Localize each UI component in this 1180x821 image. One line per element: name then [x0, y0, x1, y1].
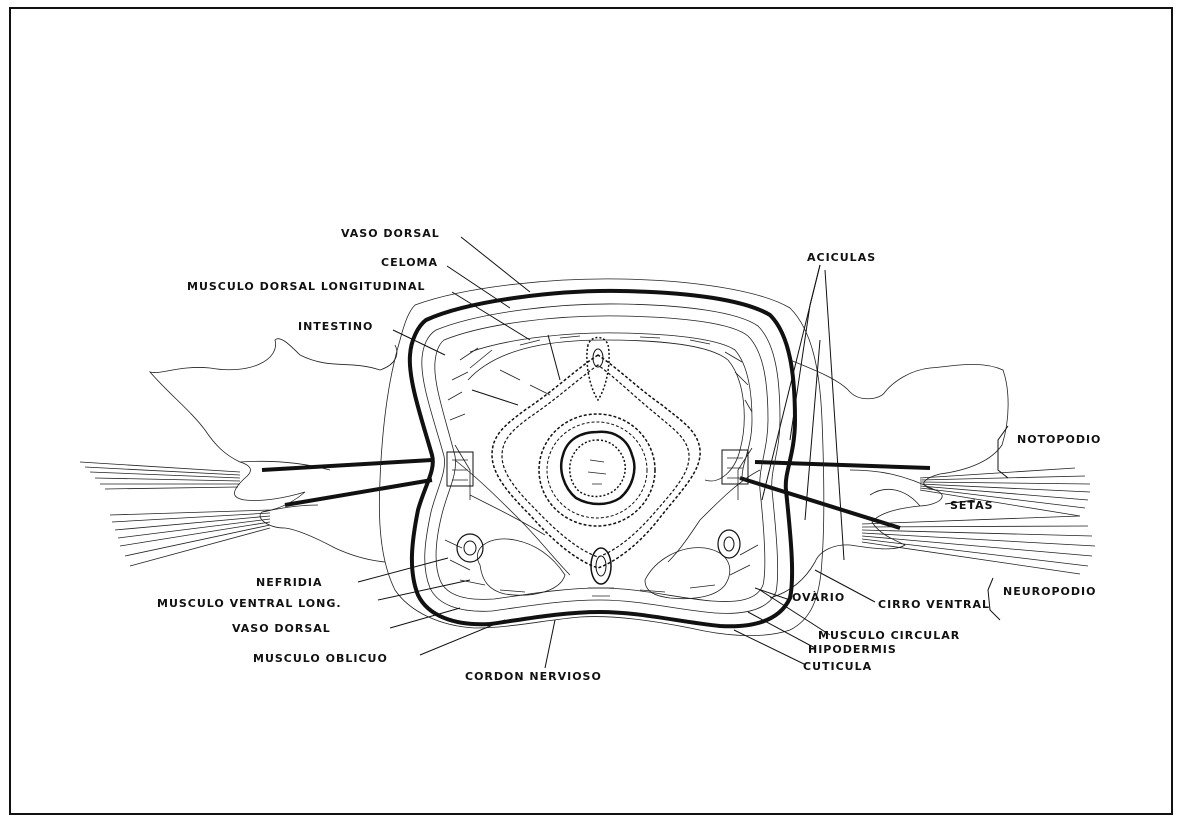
label-musculo-dorsal-longitudinal: MUSCULO DORSAL LONGITUDINAL — [187, 280, 426, 293]
left-parapodium — [80, 339, 432, 566]
label-cordon-nervioso: CORDON NERVIOSO — [465, 670, 602, 683]
label-cuticula: CUTICULA — [803, 660, 872, 673]
label-celoma: CELOMA — [381, 256, 438, 269]
body-wall — [379, 279, 824, 636]
label-vaso-dorsal-top: VASO DORSAL — [341, 227, 440, 240]
label-aciculas: ACICULAS — [807, 251, 876, 264]
label-musculo-circular: MUSCULO CIRCULAR — [818, 629, 960, 642]
label-musculo-oblicuo: MUSCULO OBLICUO — [253, 652, 388, 665]
page-border — [10, 8, 1172, 814]
label-nefridia: NEFRIDIA — [256, 576, 323, 589]
intestine — [492, 338, 700, 569]
label-musculo-ventral-long: MUSCULO VENTRAL LONG. — [157, 597, 342, 610]
label-notopodio: NOTOPODIO — [1017, 433, 1101, 446]
label-vaso-dorsal-bottom: VASO DORSAL — [232, 622, 331, 635]
label-ovario: OVÀRIO — [792, 591, 845, 604]
ventral-chambers — [457, 530, 740, 599]
label-hipodermis: HIPODERMIS — [808, 643, 897, 656]
label-neuropodio: NEUROPODIO — [1003, 585, 1096, 598]
label-setas: SETAS — [950, 499, 994, 512]
label-intestino: INTESTINO — [298, 320, 373, 333]
label-cirro-ventral: CIRRO VENTRAL — [878, 598, 990, 611]
